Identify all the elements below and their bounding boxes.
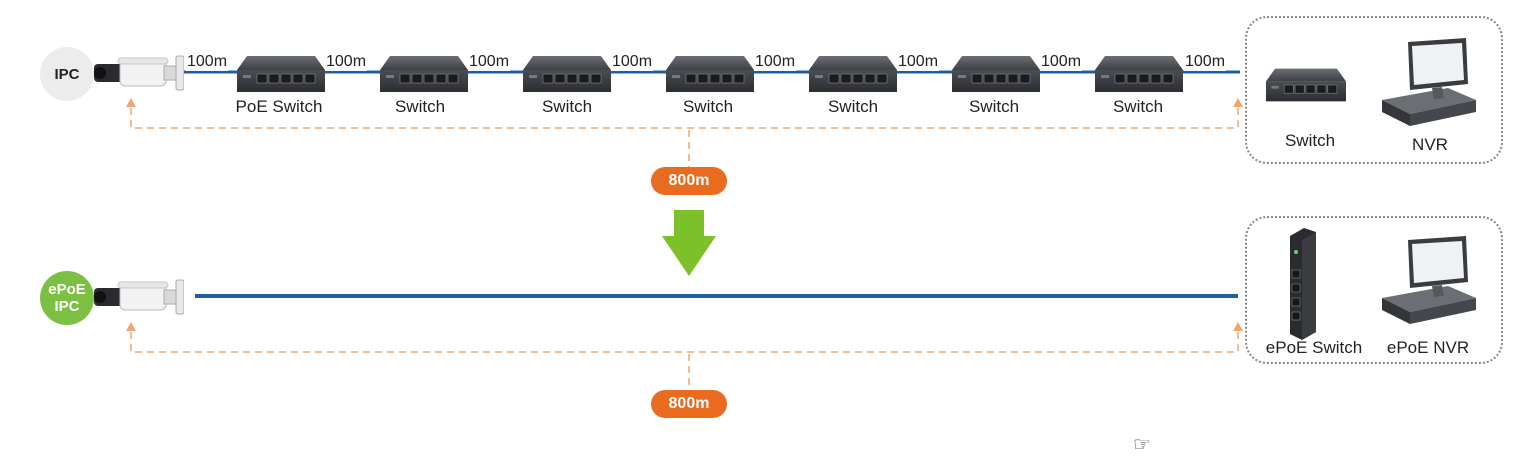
camera-icon [94, 279, 184, 315]
switch-label: Switch [394, 97, 446, 116]
ipc-badge: IPC [40, 47, 94, 101]
switch-label: Switch [968, 97, 1020, 116]
distance-label: 100m [611, 53, 654, 71]
industrial-switch-icon [1290, 228, 1316, 340]
bottom-arrow-right [1233, 322, 1243, 331]
top-end-box [1245, 16, 1503, 164]
top-arrow-right [1233, 98, 1243, 107]
camera-icon [94, 55, 184, 91]
distance-label: 100m [1184, 53, 1227, 71]
bottom-dashed-span [130, 332, 1239, 353]
distance-label: 100m [1040, 53, 1083, 71]
end-switch-label: Switch [1284, 131, 1336, 150]
distance-label: 100m [468, 53, 511, 71]
epoe-badge-line1: ePoE [48, 281, 86, 298]
hand-cursor-icon: ☞ [1133, 434, 1151, 456]
end-nvr-label: NVR [1412, 135, 1448, 154]
switch-icon [523, 56, 611, 92]
total-distance-label: 800m [668, 172, 710, 189]
top-arrow-left [126, 98, 136, 107]
epoe-badge-line2: IPC [54, 298, 80, 315]
switch-label: Switch [827, 97, 879, 116]
distance-label: 100m [897, 53, 940, 71]
epoe-ipc-badge: ePoE IPC [40, 271, 94, 325]
epoe-ipc-badge-label: ePoE IPC [48, 281, 86, 315]
switch-icon [1095, 56, 1183, 92]
distance-label: 100m [754, 53, 797, 71]
distance-label: 100m [186, 53, 229, 71]
ipc-badge-label: IPC [54, 65, 80, 83]
distance-label: 100m [325, 53, 368, 71]
down-arrow-icon [662, 210, 716, 276]
epoe-switch-label: ePoE Switch [1265, 338, 1363, 357]
switch-label: Switch [1112, 97, 1164, 116]
bottom-arrow-left [126, 322, 136, 331]
switch-label: Switch [541, 97, 593, 116]
switch-icon [952, 56, 1040, 92]
switch-icon [666, 56, 754, 92]
total-distance-pill: 800m [651, 167, 727, 195]
total-distance-pill: 800m [651, 390, 727, 418]
total-distance-label: 800m [668, 395, 710, 412]
epoe-nvr-label: ePoE NVR [1386, 338, 1470, 357]
switch-label: PoE Switch [235, 97, 323, 116]
switch-icon [237, 56, 325, 92]
switch-icon [809, 56, 897, 92]
switch-icon [380, 56, 468, 92]
switch-label: Switch [682, 97, 734, 116]
bottom-end-box [1245, 216, 1503, 364]
